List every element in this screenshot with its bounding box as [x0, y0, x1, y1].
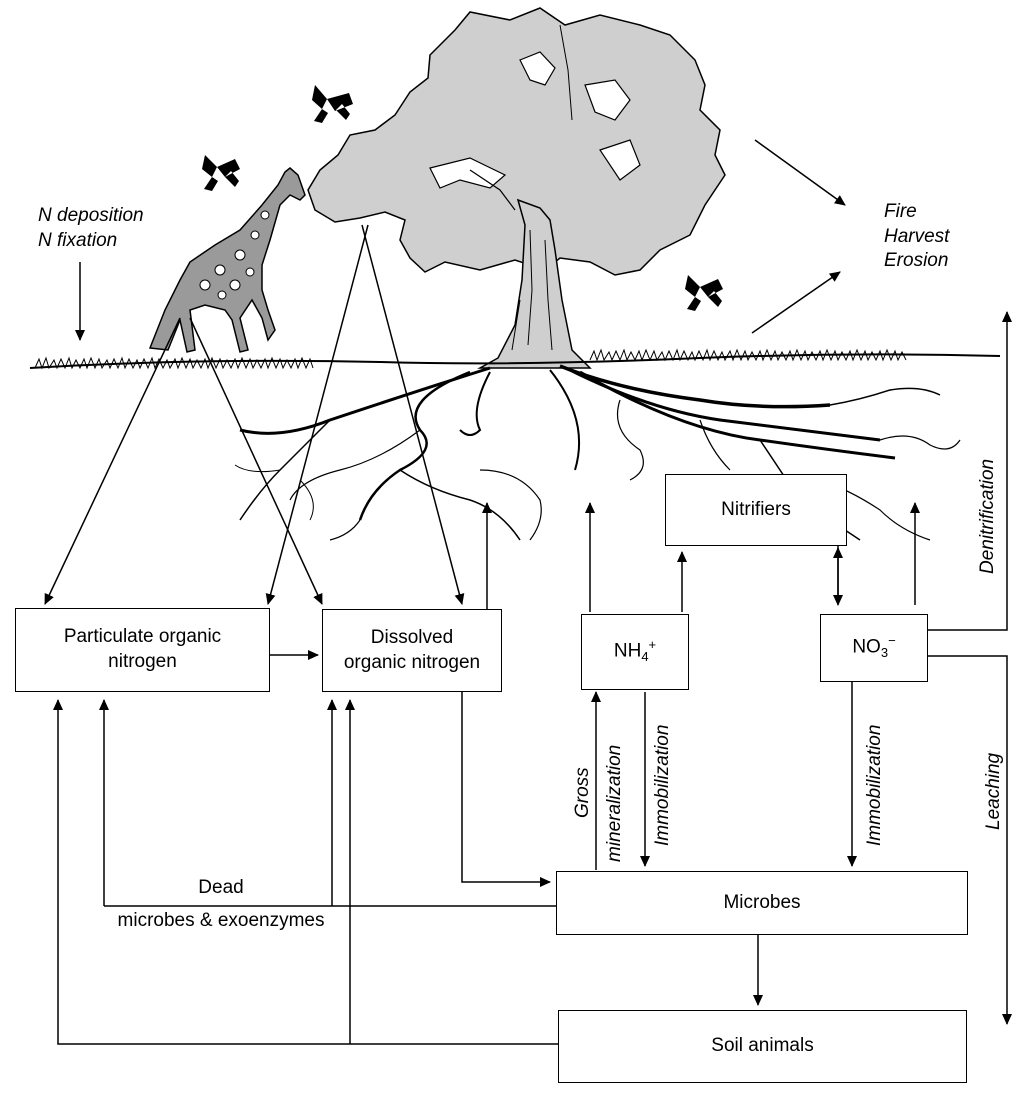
dead-text: Dead [198, 877, 244, 898]
particulate-line1: Particulate organic [63, 626, 222, 648]
soil-animals-box: Soil animals [558, 1010, 967, 1083]
arrow-leaching [928, 655, 1012, 1025]
particulate-organic-nitrogen-box: Particulate organic nitrogen [15, 608, 270, 692]
tree-roots [234, 364, 961, 541]
arrow-giraffe-to-dissolved [189, 317, 323, 605]
arrow-tree-output [754, 139, 846, 206]
leaching-label: Leaching [983, 752, 1004, 830]
gross-label: Gross [572, 767, 593, 818]
mineralization-label: mineralization [604, 744, 625, 862]
nitrate-box: NO3− [820, 614, 928, 682]
dissolved-line2: organic nitrogen [343, 651, 481, 673]
butterfly-icon [685, 275, 723, 311]
n-inputs-label: N deposition N fixation [38, 204, 144, 253]
arrow-soil-animals-to-particulate [53, 699, 558, 1045]
arrow-tree-to-dissolved [361, 224, 465, 605]
butterfly-icon [312, 85, 353, 123]
giraffe [148, 167, 306, 353]
microbes-label: Microbes [723, 891, 801, 913]
arrow-dissolved-to-microbes [461, 692, 551, 887]
erosion-text: Erosion [884, 250, 949, 272]
immobilization-nh4-label: Immobilization [652, 724, 673, 846]
microbes-box: Microbes [556, 871, 968, 935]
immobilization-no3-label: Immobilization [864, 724, 885, 846]
flux-arrows [44, 139, 1012, 1045]
soil-animals-label: Soil animals [711, 1035, 814, 1057]
denitrification-label: Denitrification [977, 458, 998, 574]
arrow-denitrification [928, 311, 1012, 631]
ground-surface [29, 348, 1001, 370]
tree-trunk [477, 198, 592, 369]
microbes-exoenzymes-text: microbes & exoenzymes [117, 909, 325, 931]
arrow-giraffe-to-particulate [44, 317, 181, 605]
fire-text: Fire [884, 201, 917, 222]
dissolved-organic-nitrogen-box: Dissolved organic nitrogen [322, 609, 502, 692]
tree-canopy [307, 7, 726, 276]
particulate-line2: nitrogen [108, 651, 177, 672]
ammonium-box: NH4+ [581, 614, 689, 690]
outputs-label: Fire Harvest Erosion [884, 200, 949, 274]
dissolved-line1: Dissolved [370, 626, 454, 648]
arrow-soil-output [751, 271, 841, 334]
n-fixation-text: N fixation [38, 229, 118, 251]
ammonium-label: NH4+ [613, 637, 657, 665]
n-deposition-text: N deposition [38, 205, 144, 226]
dead-microbes-label: Dead microbes & exoenzymes [96, 876, 346, 933]
harvest-text: Harvest [884, 225, 950, 247]
nitrifiers-label: Nitrifiers [721, 498, 791, 520]
nitrifiers-box: Nitrifiers [665, 474, 847, 546]
nitrate-label: NO3− [852, 633, 896, 661]
butterfly-icon [202, 155, 240, 191]
arrow-tree-to-particulate [265, 224, 369, 605]
